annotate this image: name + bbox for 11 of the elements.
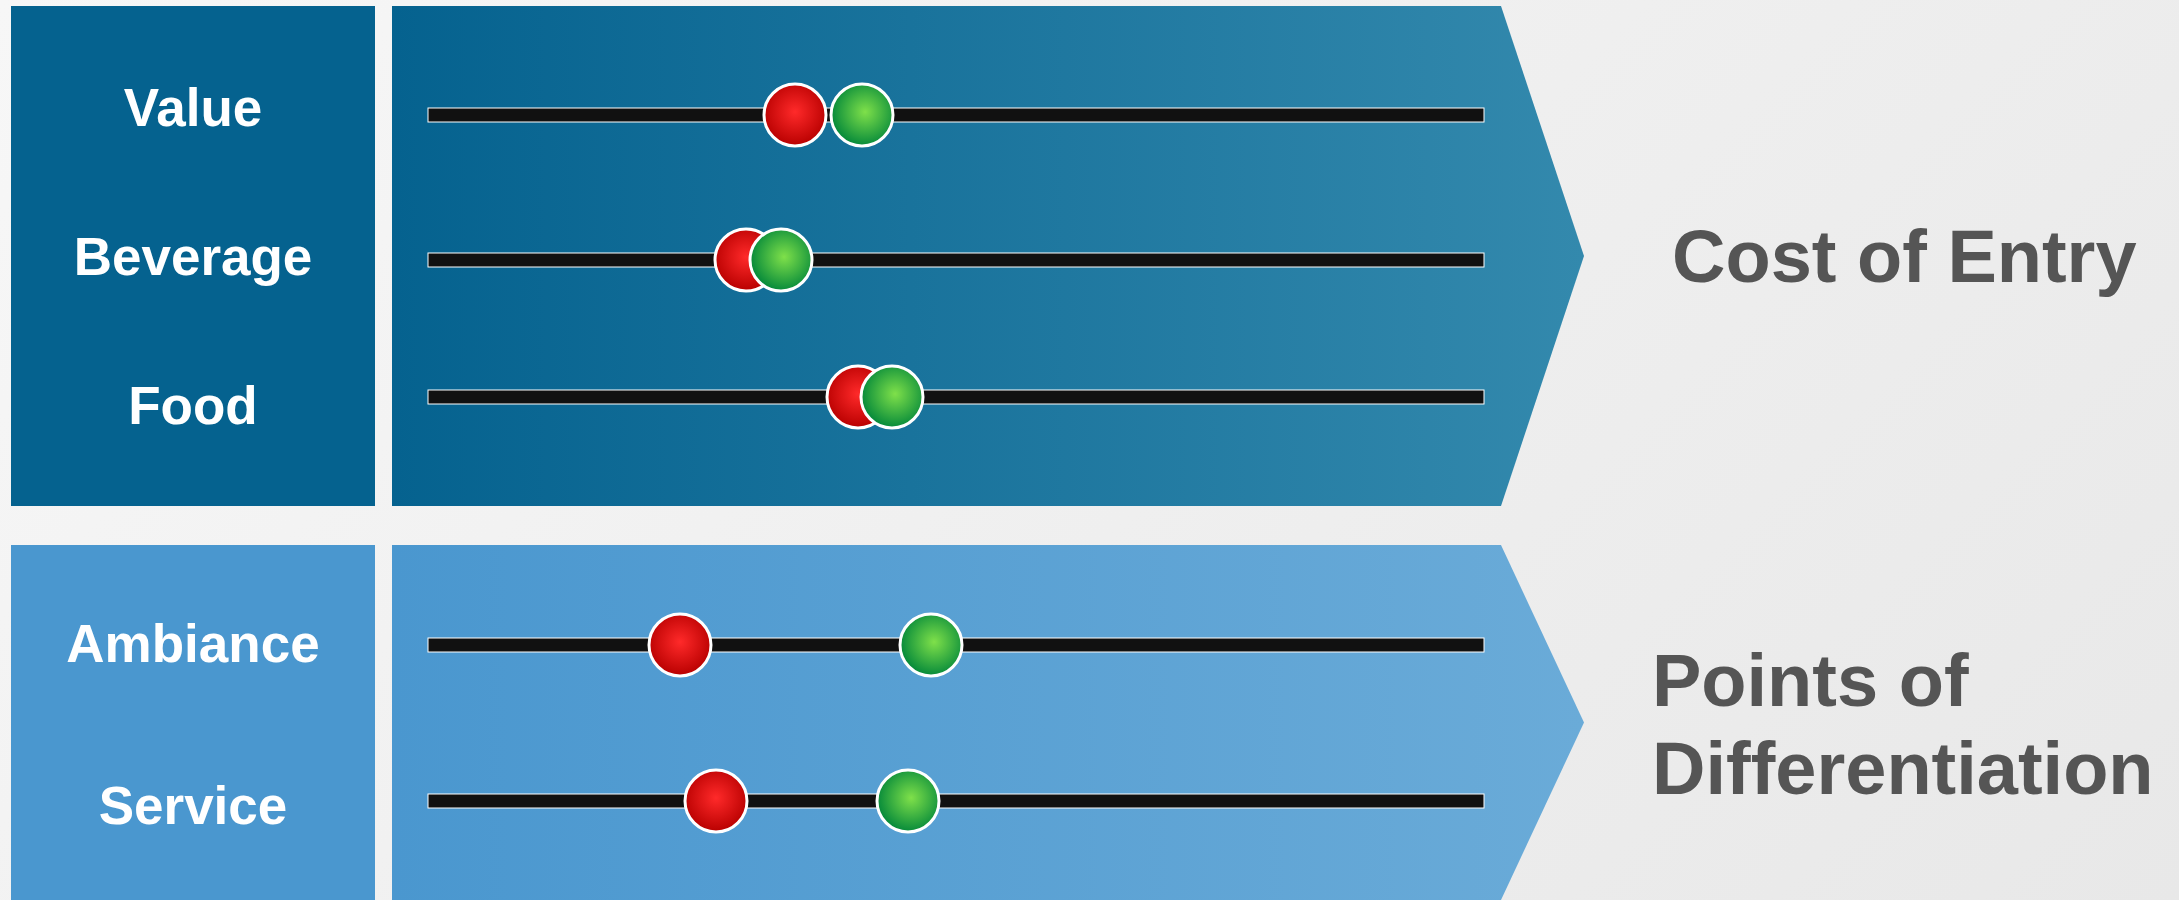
chevron-panel	[392, 6, 1584, 506]
row-label: Food	[127, 378, 259, 434]
row-label: Ambiance	[65, 616, 321, 672]
section-label: Points of Differentiation	[1652, 638, 2155, 812]
row-label: Service	[97, 778, 289, 834]
section-label: Cost of Entry	[1672, 214, 2138, 300]
row-label: Value	[122, 80, 264, 136]
category-panel	[11, 545, 375, 900]
chevron-panel	[392, 545, 1584, 900]
row-label: Beverage	[72, 229, 314, 285]
category-panel	[11, 6, 375, 506]
